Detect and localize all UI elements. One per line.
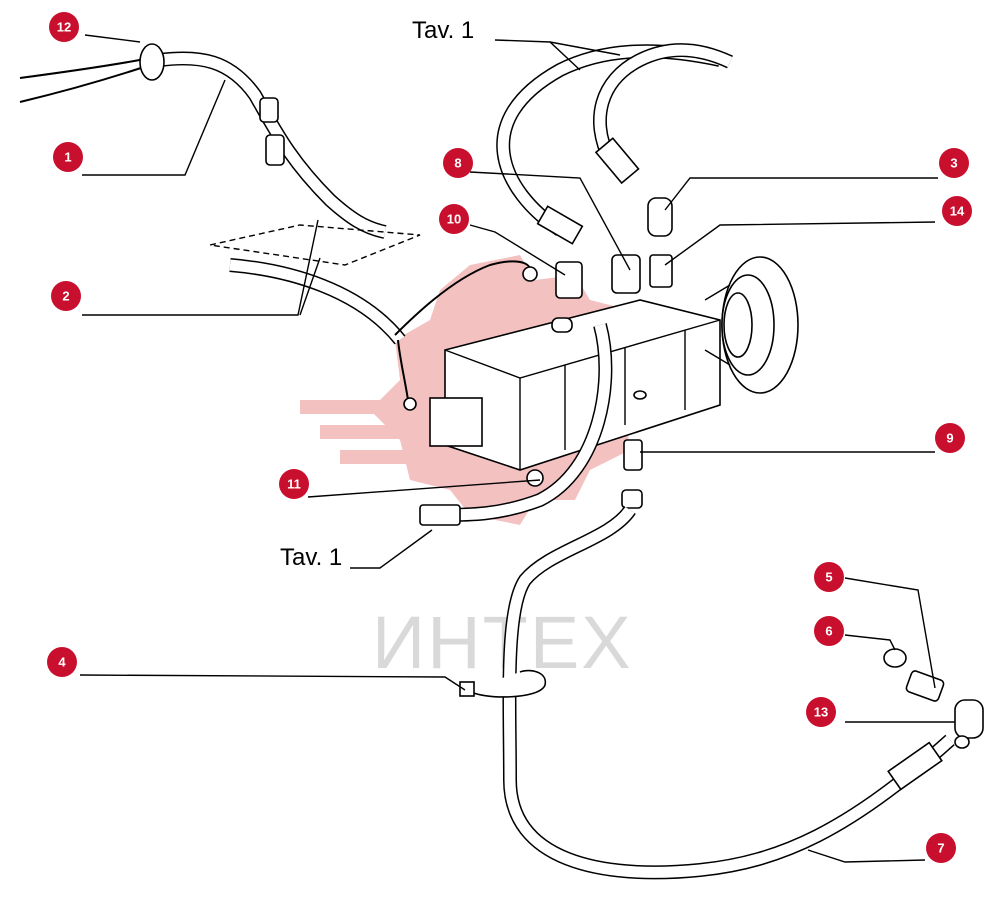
callout-3: 3 [939, 148, 969, 178]
valve-block [429, 299, 721, 471]
reference-label-bottom: Tav. 1 [280, 544, 342, 571]
callout-2: 2 [51, 281, 81, 311]
svg-text:14: 14 [950, 204, 965, 219]
callout-9: 9 [935, 423, 965, 453]
callout-10: 10 [439, 204, 469, 234]
svg-text:6: 6 [825, 624, 832, 639]
svg-text:13: 13 [814, 705, 828, 720]
callout-13: 13 [806, 697, 836, 727]
electrical-cable [19, 43, 544, 487]
callout-7: 7 [926, 833, 956, 863]
callout-14: 14 [942, 196, 972, 226]
watermark-text: ИНТЕХ [372, 601, 633, 684]
svg-text:12: 12 [57, 20, 71, 35]
svg-text:3: 3 [950, 156, 957, 171]
svg-text:11: 11 [287, 477, 301, 492]
callout-6: 6 [814, 616, 844, 646]
upper-hoses [496, 43, 733, 245]
callout-1: 1 [53, 142, 83, 172]
svg-text:10: 10 [447, 212, 461, 227]
pulley [704, 256, 799, 394]
svg-text:4: 4 [58, 655, 66, 670]
callout-5: 5 [814, 562, 844, 592]
small-fittings [883, 648, 984, 749]
svg-text:9: 9 [946, 431, 953, 446]
svg-text:2: 2 [62, 289, 69, 304]
callout-4: 4 [47, 647, 77, 677]
lower-hose [419, 323, 955, 880]
hose-clamp [459, 669, 546, 698]
callout-8: 8 [443, 148, 473, 178]
svg-text:5: 5 [825, 570, 832, 585]
leader-lines [79, 34, 955, 863]
svg-text:8: 8 [454, 156, 461, 171]
svg-text:7: 7 [937, 841, 944, 856]
fittings [551, 197, 673, 509]
callout-11: 11 [279, 469, 309, 499]
svg-text:1: 1 [64, 150, 71, 165]
reference-label-top: Tav. 1 [412, 17, 474, 44]
callout-12: 12 [49, 12, 79, 42]
